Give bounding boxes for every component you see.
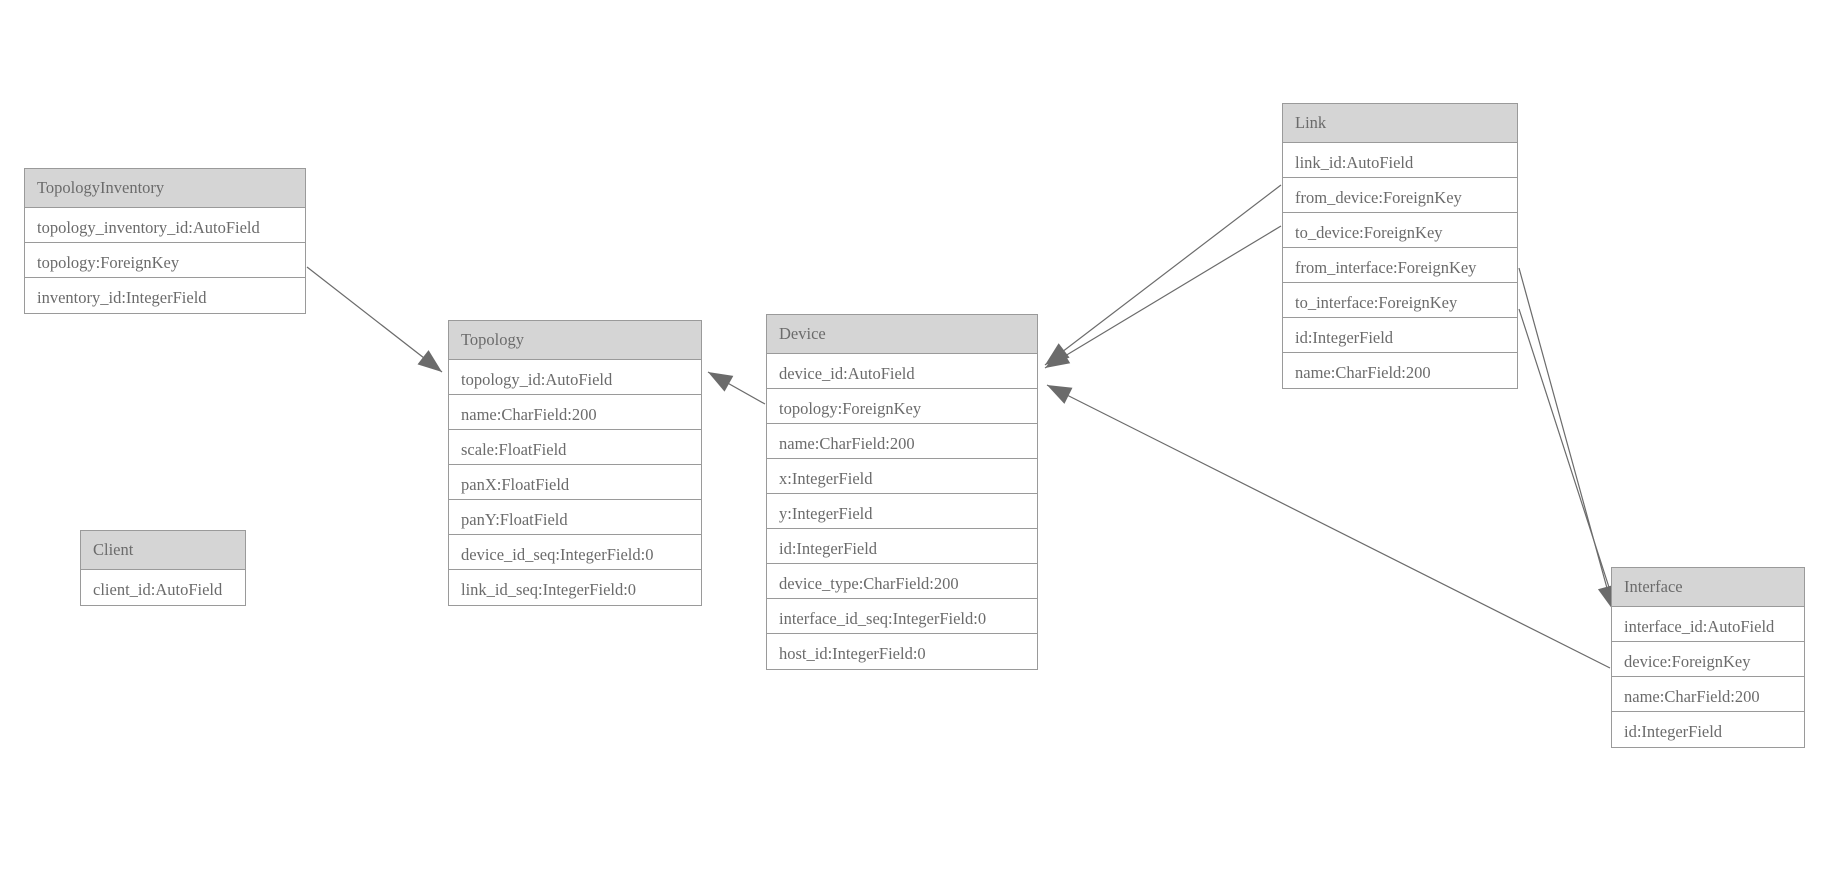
entity-title-device: Device xyxy=(767,315,1037,354)
relationship-line xyxy=(707,371,766,405)
entity-title-link: Link xyxy=(1283,104,1517,143)
entity-field-row[interactable]: host_id:IntegerField:0 xyxy=(767,634,1037,669)
entity-field-row[interactable]: id:IntegerField xyxy=(1283,318,1517,353)
entity-field-row[interactable]: device_id:AutoField xyxy=(767,354,1037,389)
relationship-line xyxy=(1518,308,1618,613)
entity-field-row[interactable]: name:CharField:200 xyxy=(1283,353,1517,388)
entity-field-row[interactable]: x:IntegerField xyxy=(767,459,1037,494)
relationship-arrowhead xyxy=(1045,343,1070,365)
entity-field-row[interactable]: topology_id:AutoField xyxy=(449,360,701,395)
relationship-line xyxy=(306,266,443,373)
entity-field-row[interactable]: id:IntegerField xyxy=(1612,712,1804,747)
entity-field-row[interactable]: device_type:CharField:200 xyxy=(767,564,1037,599)
entity-field-row[interactable]: topology:ForeignKey xyxy=(25,243,305,278)
entity-field-row[interactable]: topology_inventory_id:AutoField xyxy=(25,208,305,243)
relationship-interface-device xyxy=(1046,384,1611,669)
entity-field-row[interactable]: to_device:ForeignKey xyxy=(1283,213,1517,248)
relationship-link-from-interface xyxy=(1518,267,1616,611)
entity-field-row[interactable]: inventory_id:IntegerField xyxy=(25,278,305,313)
entity-field-row[interactable]: id:IntegerField xyxy=(767,529,1037,564)
entity-field-row[interactable]: interface_id_seq:IntegerField:0 xyxy=(767,599,1037,634)
entity-field-row[interactable]: topology:ForeignKey xyxy=(767,389,1037,424)
entity-field-row[interactable]: interface_id:AutoField xyxy=(1612,607,1804,642)
relationship-topologyinventory-topology xyxy=(306,266,443,373)
entity-field-row[interactable]: name:CharField:200 xyxy=(449,395,701,430)
entity-field-row[interactable]: name:CharField:200 xyxy=(1612,677,1804,712)
relationship-arrowhead xyxy=(417,350,442,372)
entity-title-interface: Interface xyxy=(1612,568,1804,607)
relationship-arrowhead xyxy=(1047,385,1073,404)
entity-field-row[interactable]: link_id:AutoField xyxy=(1283,143,1517,178)
entity-field-row[interactable]: panX:FloatField xyxy=(449,465,701,500)
entity-field-row[interactable]: link_id_seq:IntegerField:0 xyxy=(449,570,701,605)
relationship-line xyxy=(1518,267,1614,611)
entity-field-row[interactable]: y:IntegerField xyxy=(767,494,1037,529)
relationship-arrowhead xyxy=(708,372,734,392)
entity-field-row[interactable]: name:CharField:200 xyxy=(767,424,1037,459)
entity-field-row[interactable]: scale:FloatField xyxy=(449,430,701,465)
relationship-link-from-device xyxy=(1044,184,1282,366)
entity-field-row[interactable]: panY:FloatField xyxy=(449,500,701,535)
relationship-line xyxy=(1044,184,1282,366)
entity-field-row[interactable]: from_interface:ForeignKey xyxy=(1283,248,1517,283)
entity-title-topology: Topology xyxy=(449,321,701,360)
relationship-device-topology xyxy=(707,371,766,405)
entity-field-row[interactable]: to_interface:ForeignKey xyxy=(1283,283,1517,318)
entity-field-row[interactable]: device_id_seq:IntegerField:0 xyxy=(449,535,701,570)
relationship-arrowhead xyxy=(1045,347,1071,368)
entity-field-row[interactable]: device:ForeignKey xyxy=(1612,642,1804,677)
entity-title-topologyinventory: TopologyInventory xyxy=(25,169,305,208)
relationship-link-to-device xyxy=(1044,225,1282,369)
relationship-link-to-interface xyxy=(1518,308,1619,613)
entity-field-row[interactable]: from_device:ForeignKey xyxy=(1283,178,1517,213)
relationship-line xyxy=(1046,384,1611,669)
relationship-line xyxy=(1044,225,1282,369)
entity-field-row[interactable]: client_id:AutoField xyxy=(81,570,245,605)
entity-title-client: Client xyxy=(81,531,245,570)
